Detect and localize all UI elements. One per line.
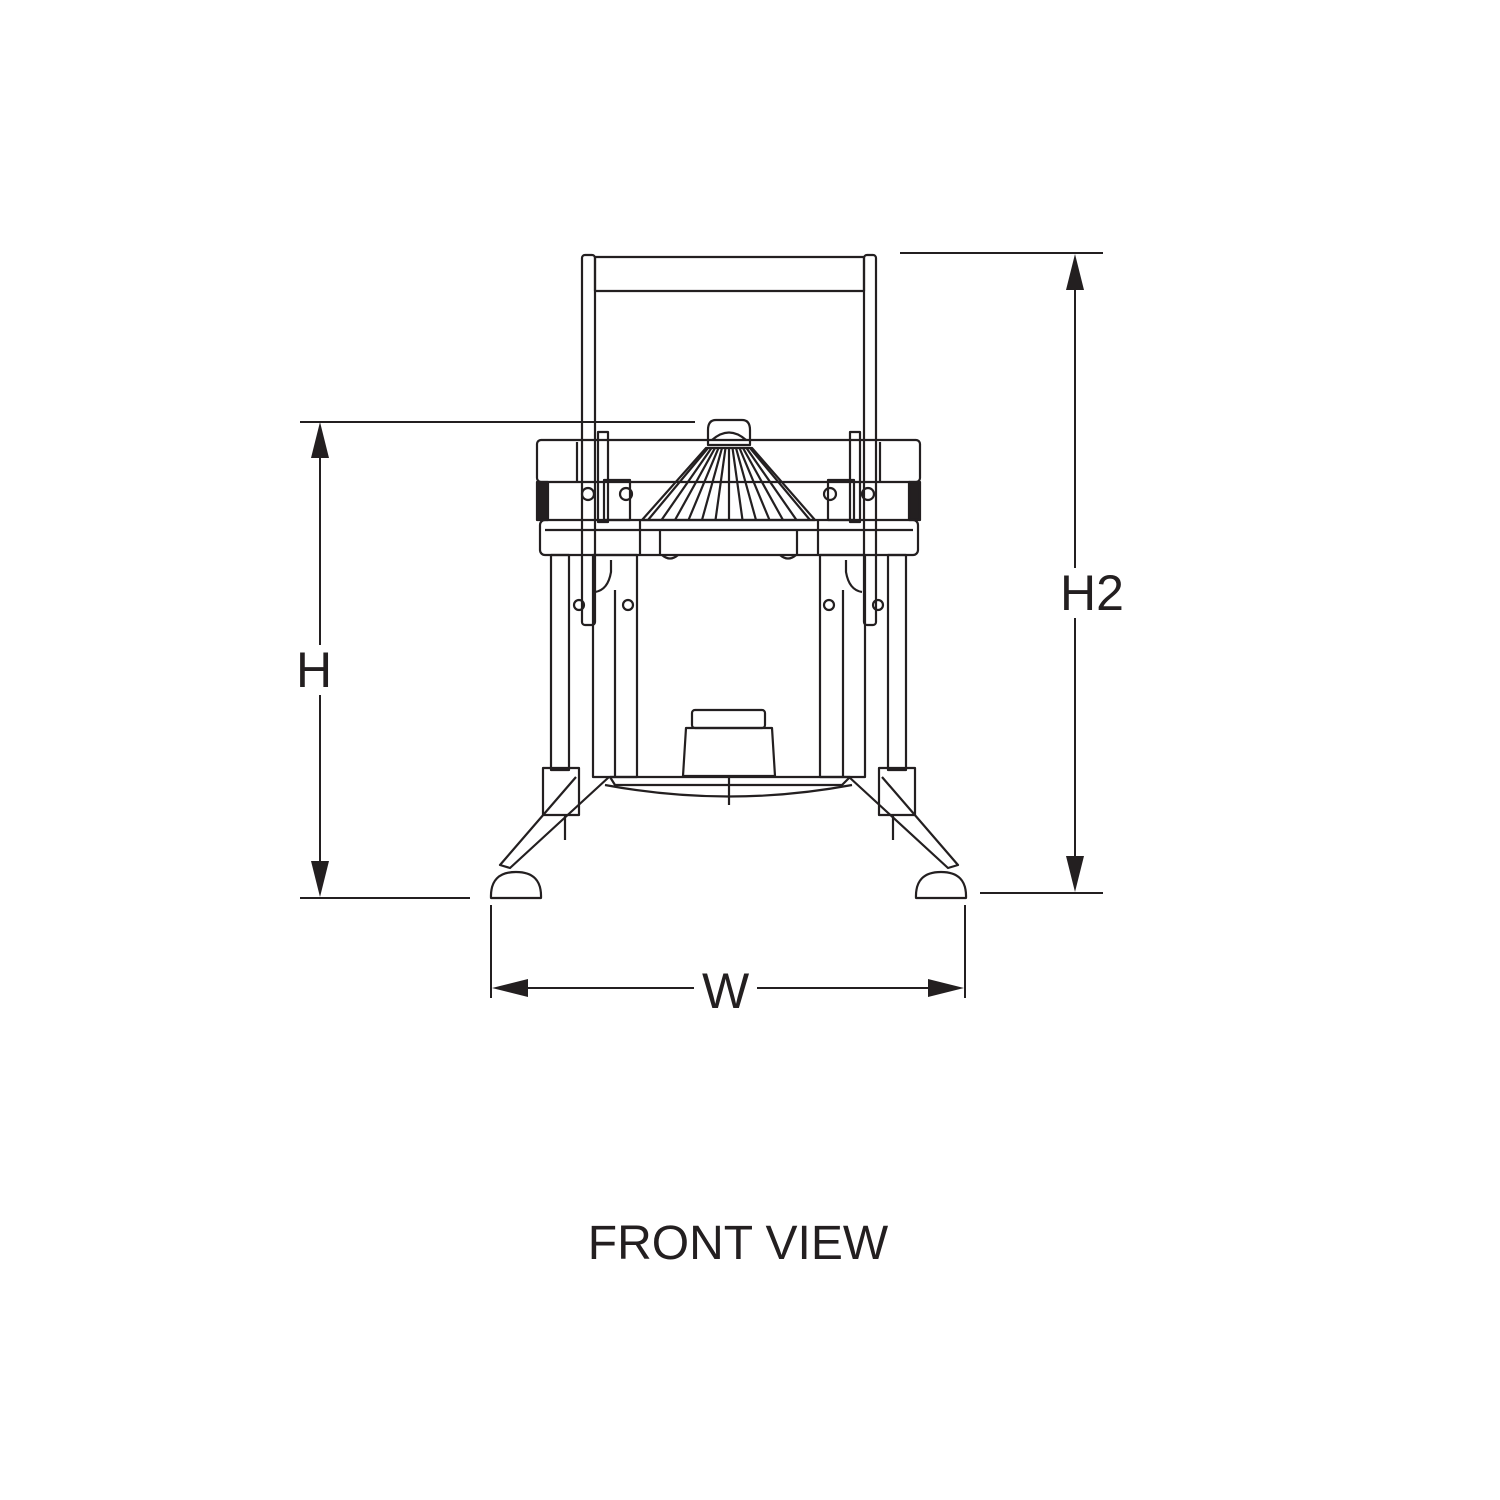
cone-blade-line xyxy=(674,447,716,521)
columns xyxy=(549,553,908,779)
cone-blade-line xyxy=(738,447,771,521)
arrow-h-bottom xyxy=(311,861,329,897)
arrow-h2-bottom xyxy=(1066,856,1084,892)
cone-blade-line xyxy=(687,447,720,521)
plate xyxy=(538,518,920,560)
arrow-w-right xyxy=(928,979,964,997)
height-dimension-label: H xyxy=(292,645,337,695)
base-frame xyxy=(489,766,968,900)
arrow-w-left xyxy=(492,979,528,997)
cone-blade-line xyxy=(731,447,744,521)
view-caption: FRONT VIEW xyxy=(587,1217,889,1270)
arrow-h2-top xyxy=(1066,254,1084,290)
cone-blade-line xyxy=(714,447,727,521)
base-hub xyxy=(681,708,777,778)
dimension-lines xyxy=(300,252,1103,998)
cone-blades xyxy=(647,447,811,521)
width-dimension-label: W xyxy=(694,966,758,1016)
overall-height-dimension-label: H2 xyxy=(1056,568,1128,618)
cone-blade-line xyxy=(745,447,798,521)
cone-blade-line xyxy=(647,447,709,521)
arrow-h-top xyxy=(311,422,329,458)
cone-blade-line xyxy=(749,447,811,521)
cone-blade-line xyxy=(734,447,758,521)
cone-blade-line xyxy=(700,447,724,521)
cone-blade-line xyxy=(660,447,713,521)
cone-blade-line xyxy=(742,447,784,521)
